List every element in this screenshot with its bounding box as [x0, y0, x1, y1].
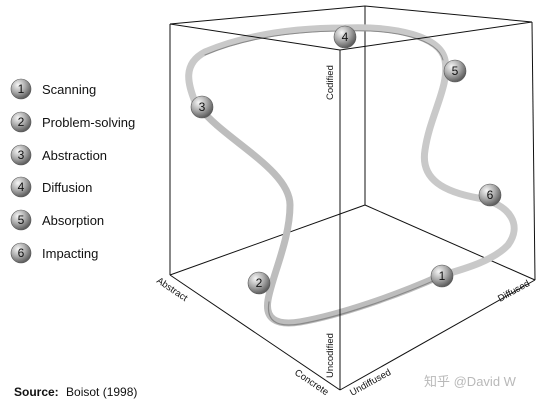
legend-item-number: 5 [18, 213, 25, 227]
cube-edge-back-right-bottom [364, 204, 536, 281]
phase-marker-3: 3 [190, 95, 214, 119]
legend-item-scanning: 1 Scanning [10, 78, 96, 100]
legend: 1 Scanning 2 Problem-solving 3 Abstracti… [10, 78, 135, 264]
phase-marker-number: 5 [452, 64, 459, 78]
cube-edge-right-vertical [531, 21, 536, 281]
phase-marker-1: 1 [430, 264, 454, 288]
learning-cycle-ribbon [185, 24, 518, 327]
cube-edge-front-bottom-right [339, 279, 536, 391]
cube-edge-back-top-right [364, 5, 533, 23]
legend-item-label: Problem-solving [42, 115, 135, 130]
cycle-phase-markers: 1 2 3 4 5 6 [190, 25, 502, 295]
legend-item-number: 6 [18, 246, 25, 260]
legend-item-label: Scanning [42, 82, 96, 97]
legend-item-number: 3 [18, 148, 25, 162]
phase-marker-2: 2 [247, 271, 271, 295]
legend-item-label: Diffusion [42, 180, 92, 195]
ribbon-edge-highlight [267, 277, 441, 326]
cube-edge-back-top [169, 5, 366, 25]
legend-item-number: 4 [18, 180, 25, 194]
legend-item-number: 2 [18, 115, 25, 129]
phase-marker-number: 6 [487, 188, 494, 202]
phase-marker-number: 2 [256, 276, 263, 290]
cube-edge-front-top-right [339, 21, 533, 51]
legend-item-problem-solving: 2 Problem-solving [10, 111, 135, 133]
cube-edge-back-left-bottom [169, 204, 366, 276]
source-label: Source: [14, 385, 59, 399]
phase-marker-4: 4 [333, 25, 357, 49]
legend-item-abstraction: 3 Abstraction [10, 144, 107, 166]
axis-label-codified: Codified [325, 65, 336, 100]
cube-back-edges [169, 5, 536, 281]
source-text: Boisot (1998) [66, 385, 137, 399]
legend-item-absorption: 5 Absorption [10, 209, 104, 231]
legend-item-diffusion: 4 Diffusion [10, 176, 92, 198]
legend-item-impacting: 6 Impacting [10, 242, 98, 264]
cube-edge-front-bottom-left [169, 274, 341, 391]
legend-item-number: 1 [18, 82, 25, 96]
axis-label-diffused: Diffused [496, 278, 532, 304]
ribbon-back-segment [185, 24, 518, 280]
watermark: 知乎 @David W [424, 374, 517, 389]
legend-item-label: Abstraction [42, 148, 107, 163]
cube-front-edges [169, 5, 536, 391]
phase-marker-5: 5 [443, 59, 467, 83]
legend-item-label: Absorption [42, 213, 104, 228]
phase-marker-number: 1 [439, 269, 446, 283]
axis-label-uncodified: Uncodified [325, 333, 336, 378]
cube-edge-front-top-left [169, 23, 341, 51]
phase-marker-number: 4 [342, 30, 349, 44]
axis-label-abstract: Abstract [154, 275, 189, 304]
source-caption: Source: Boisot (1998) [14, 385, 137, 399]
phase-marker-number: 3 [199, 100, 206, 114]
ribbon-front-segment [196, 104, 444, 327]
legend-item-label: Impacting [42, 246, 98, 261]
phase-marker-6: 6 [478, 183, 502, 207]
axis-label-undiffused: Undiffused [348, 367, 393, 399]
